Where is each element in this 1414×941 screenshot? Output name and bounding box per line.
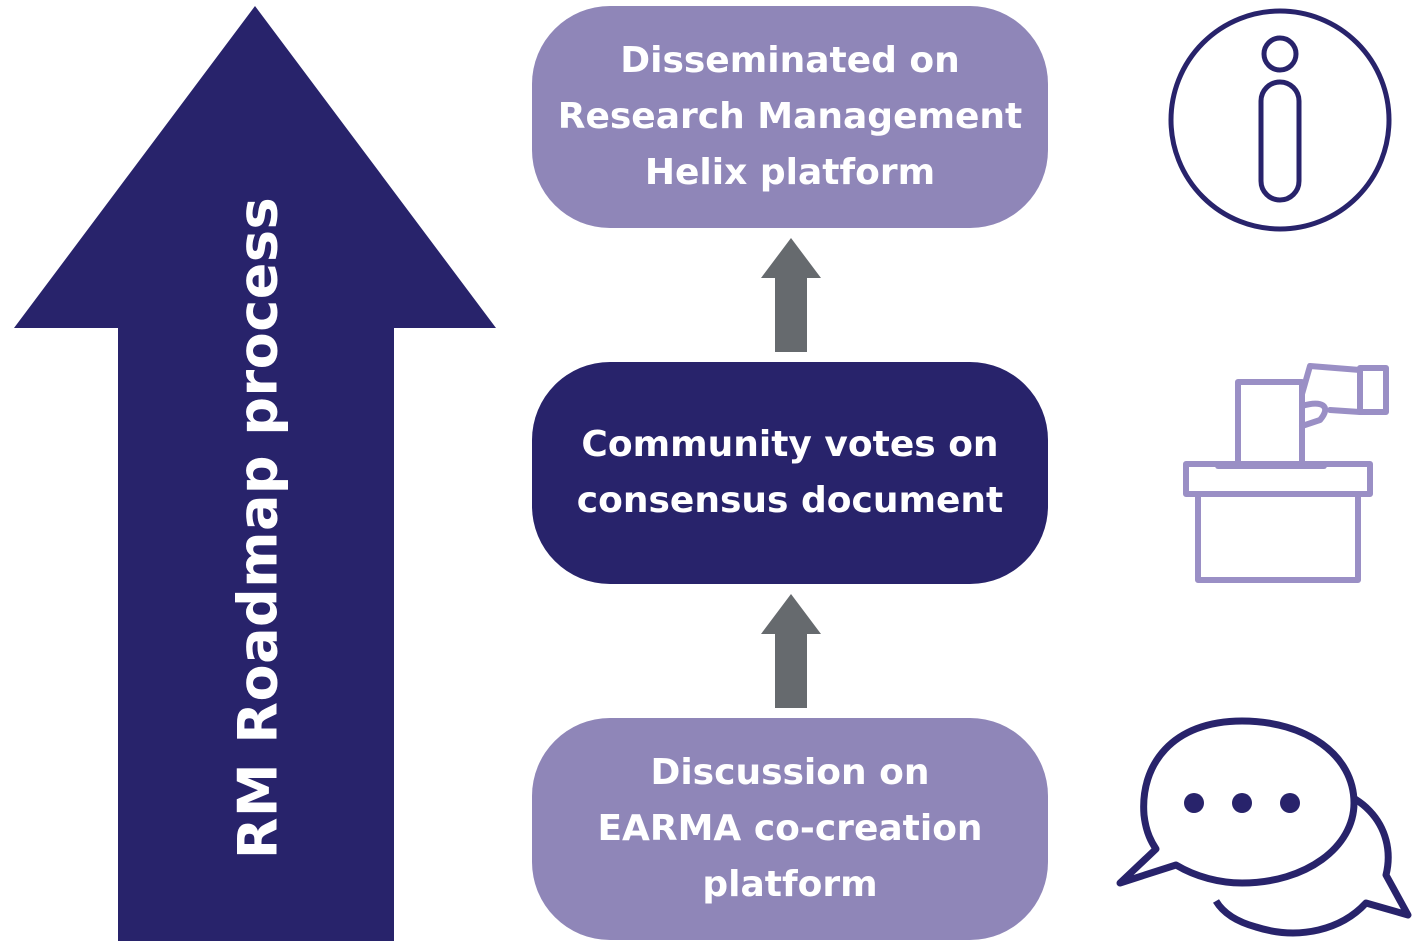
- connector-arrow-up: [761, 238, 821, 352]
- step-disseminated-label: Disseminated on Research Management Heli…: [557, 40, 1023, 193]
- connector-arrow-up: [761, 594, 821, 708]
- step-disseminated-box: Disseminated on Research Management Heli…: [532, 6, 1048, 228]
- step-community-votes-box: Community votes on consensus document: [532, 362, 1048, 584]
- step-discussion-box: Discussion on EARMA co-creation platform: [532, 718, 1048, 940]
- chat-bubbles-icon: [1116, 717, 1412, 937]
- step-community-votes-label: Community votes on consensus document: [576, 424, 1004, 521]
- ballot-box-icon: [1183, 363, 1389, 583]
- step-discussion-label: Discussion on EARMA co-creation platform: [597, 752, 983, 905]
- info-icon: [1168, 8, 1392, 232]
- roadmap-process-label: RM Roadmap process: [226, 196, 290, 860]
- roadmap-process-arrow: [14, 6, 496, 941]
